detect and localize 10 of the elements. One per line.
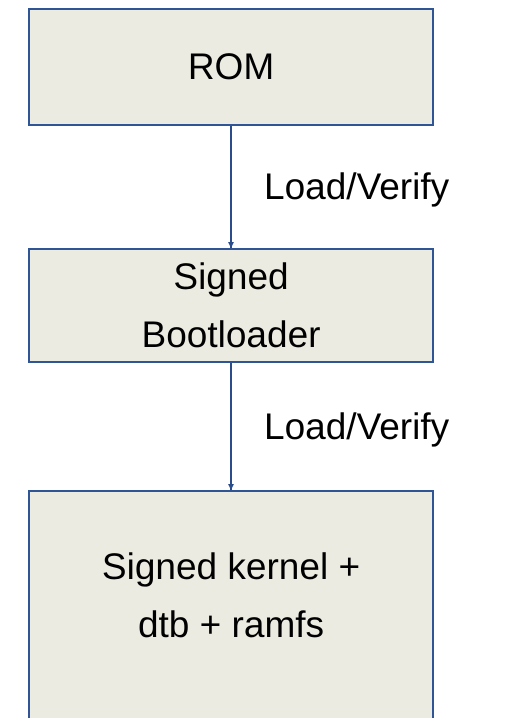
arrow: [228, 126, 234, 248]
process-box: [28, 248, 434, 363]
process-box: [28, 8, 434, 126]
box-text: Signed Bootloader: [140, 254, 322, 356]
edge-label: Load/Verify: [264, 165, 450, 209]
box-text: ROM: [188, 45, 274, 89]
edge-label: Load/Verify: [264, 404, 450, 448]
arrow: [228, 363, 234, 490]
process-box: [28, 490, 434, 718]
box-text: Signed kernel + dtb + ramfs: [101, 545, 361, 647]
